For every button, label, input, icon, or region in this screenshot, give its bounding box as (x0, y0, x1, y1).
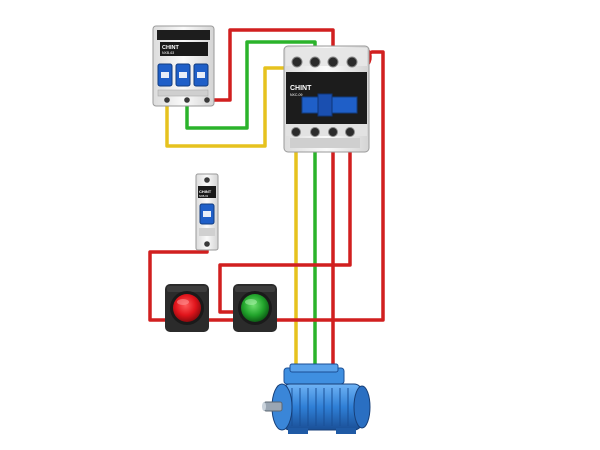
breaker-1p-model: NXB-63 (199, 194, 209, 198)
wires (148, 28, 385, 374)
electric-motor (262, 363, 371, 434)
wire-red-aux-to-start (218, 134, 352, 314)
single-pole-breaker: CHINT NXB-63 (195, 173, 219, 251)
wire-red-breaker-to-contactor (205, 28, 335, 102)
start-button[interactable] (233, 284, 277, 332)
breaker-1p-brand: CHINT (199, 189, 212, 194)
breaker-3p-model: NXB-63 (162, 51, 174, 55)
motor-shaft (263, 401, 283, 412)
stop-button-cap[interactable] (173, 294, 201, 322)
stop-button[interactable] (165, 284, 209, 332)
breaker-3p-brand: CHINT (162, 45, 179, 51)
start-button-cap[interactable] (241, 294, 269, 322)
wire-green-breaker-to-contactor (185, 40, 317, 130)
three-pole-breaker: CHINT NXB-63 (152, 25, 215, 107)
contactor-model: NXC-09 (290, 93, 303, 97)
contactor: CHINT NXC-09 (283, 45, 370, 153)
contactor-brand: CHINT (290, 85, 312, 92)
